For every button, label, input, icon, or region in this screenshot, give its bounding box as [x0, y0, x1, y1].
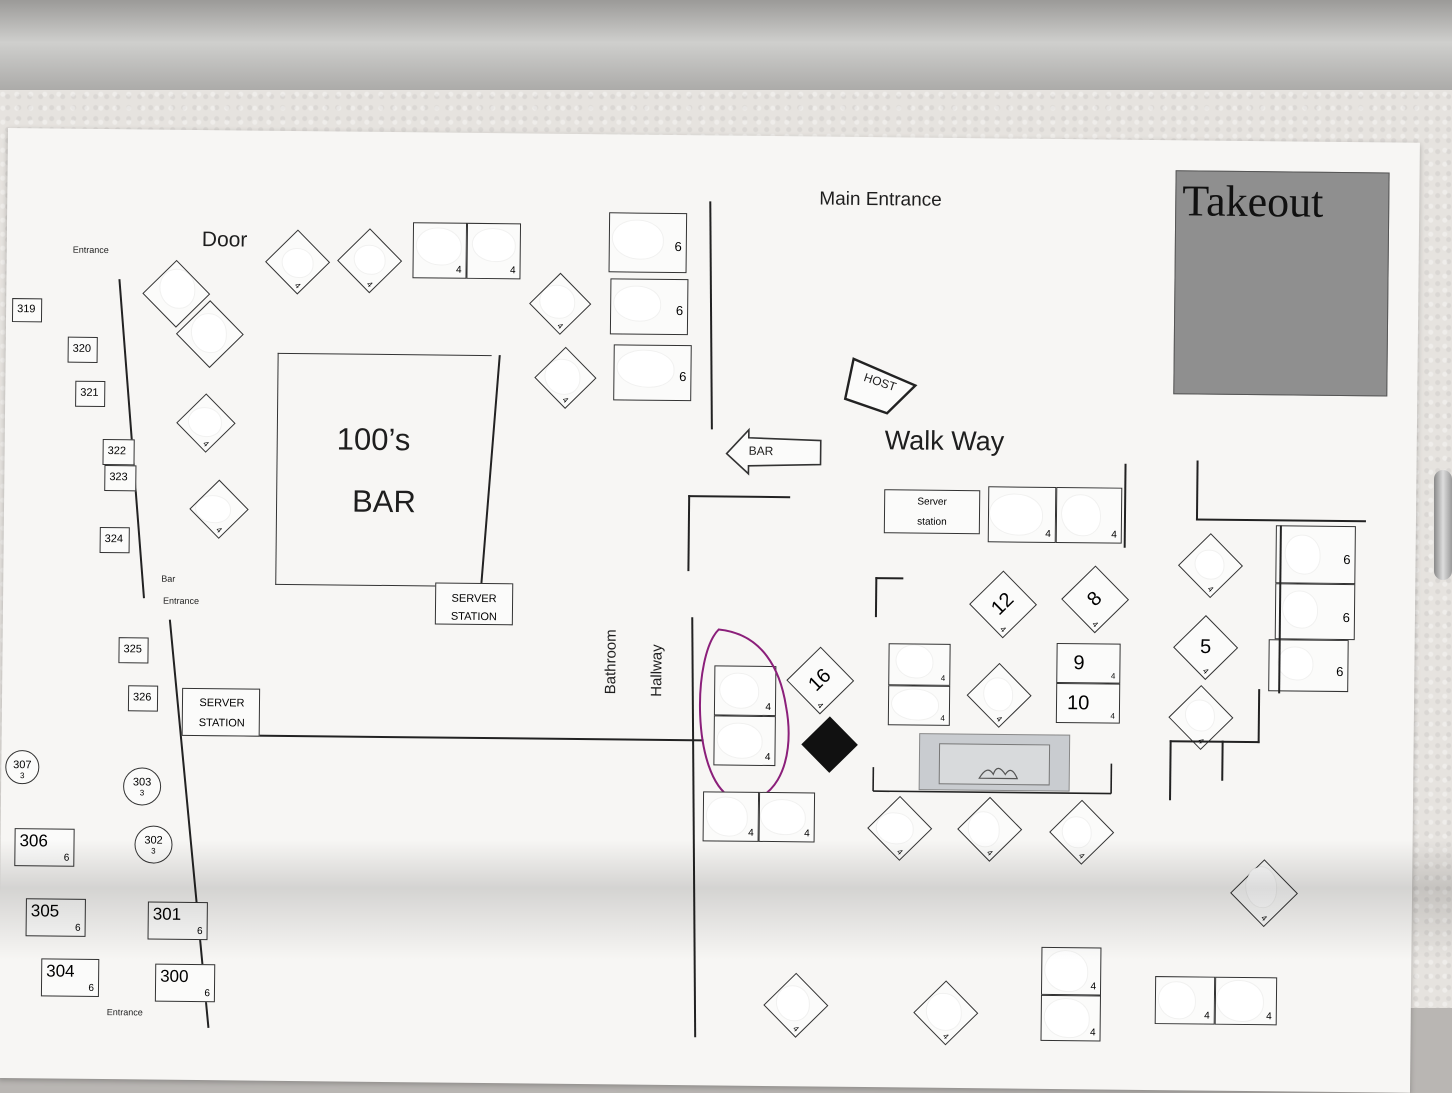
bar-title-line-2: BAR — [352, 484, 416, 521]
right-wall-h — [1196, 518, 1366, 521]
corner-wall-v — [687, 495, 689, 571]
server-station-bar-label: SERVER STATION — [442, 590, 506, 627]
walk-way-label: Walk Way — [885, 425, 1005, 457]
step-wall-1 — [1258, 689, 1260, 743]
bar-entrance-label-1: Bar — [161, 574, 175, 584]
covered-table-number — [1195, 550, 1223, 578]
covered-table-number — [1063, 817, 1091, 847]
dining-corner-h — [875, 577, 903, 579]
bathroom-label: Bathroom — [602, 629, 620, 694]
main-entrance-label: Main Entrance — [819, 189, 942, 212]
hallway-wall — [691, 617, 696, 1037]
covered-table-number — [1159, 982, 1195, 1018]
dining-corner-v — [875, 577, 877, 617]
covered-table-number — [540, 286, 574, 318]
table-323[interactable]: 323 — [104, 465, 136, 491]
entrance-wall — [709, 201, 712, 429]
server-station-left-label: SERVER STATION — [187, 693, 257, 734]
covered-table-number — [1283, 591, 1317, 627]
covered-table-number — [984, 678, 1012, 710]
covered-table-number — [354, 246, 384, 274]
server-station-right-label-1: Server — [885, 496, 979, 508]
corner-wall-h — [688, 495, 790, 498]
table-325[interactable]: 325 — [118, 637, 148, 663]
wall-background — [0, 0, 1452, 95]
hallway-label: Hallway — [648, 644, 666, 697]
covered-table-number — [282, 249, 312, 277]
server-station-right-label-2: station — [885, 516, 979, 528]
covered-table-number — [189, 408, 221, 436]
fridge-handle — [1434, 470, 1452, 580]
table-320[interactable]: 320 — [68, 337, 98, 363]
covered-table-number — [877, 813, 913, 843]
floor-plan-sheet: Main Entrance Takeout Door Entrance 100’… — [0, 128, 1420, 1093]
server-station-bar: SERVER STATION — [435, 582, 513, 625]
step-wall-5 — [1169, 740, 1171, 800]
host-label: HOST — [862, 370, 898, 394]
table-319[interactable]: 319 — [12, 298, 42, 322]
covered-table-number — [192, 314, 226, 352]
door-label: Door — [202, 228, 248, 252]
covered-table-number — [969, 812, 999, 846]
covered-table-number — [196, 496, 230, 522]
takeout-label: Takeout — [1182, 175, 1324, 227]
table-322[interactable]: 322 — [102, 439, 134, 465]
table-321[interactable]: 321 — [75, 381, 105, 407]
walkway-wall-v — [1124, 464, 1126, 548]
right-wall-v — [1196, 460, 1198, 520]
takeout-area: Takeout — [1173, 170, 1389, 396]
bar-arrow-label: BAR — [749, 444, 774, 458]
covered-table-number — [1186, 700, 1214, 730]
entrance-top-left-label: Entrance — [73, 245, 109, 255]
server-station-left: SERVER STATION — [182, 688, 260, 737]
table-326[interactable]: 326 — [128, 685, 158, 711]
bar-area — [275, 353, 491, 587]
covered-table-number — [1278, 647, 1312, 679]
covered-table-number — [1246, 867, 1276, 907]
bar-title-line-1: 100’s — [337, 421, 411, 458]
covered-table-number — [896, 645, 932, 677]
covered-table-number — [707, 797, 747, 835]
entrance-bottom-label: Entrance — [107, 1007, 143, 1017]
fridge-surface: Main Entrance Takeout Door Entrance 100’… — [0, 90, 1452, 1008]
covered-table-number — [777, 986, 809, 1020]
table-324[interactable]: 324 — [100, 527, 130, 553]
covered-table-number — [1045, 951, 1087, 991]
dividing-wall — [188, 734, 704, 741]
step-wall-4 — [1170, 740, 1224, 742]
step-wall-3 — [1221, 741, 1223, 781]
server-station-right: Server station — [884, 489, 980, 534]
covered-table-number — [927, 994, 961, 1030]
covered-table-number — [720, 673, 758, 707]
covered-table-number — [1285, 535, 1319, 573]
bar-entrance-label-2: Entrance — [163, 596, 199, 606]
covered-table-number — [160, 270, 194, 308]
covered-table-number — [1062, 495, 1100, 535]
step-wall-2 — [1222, 741, 1260, 743]
covered-table-number — [545, 360, 579, 394]
